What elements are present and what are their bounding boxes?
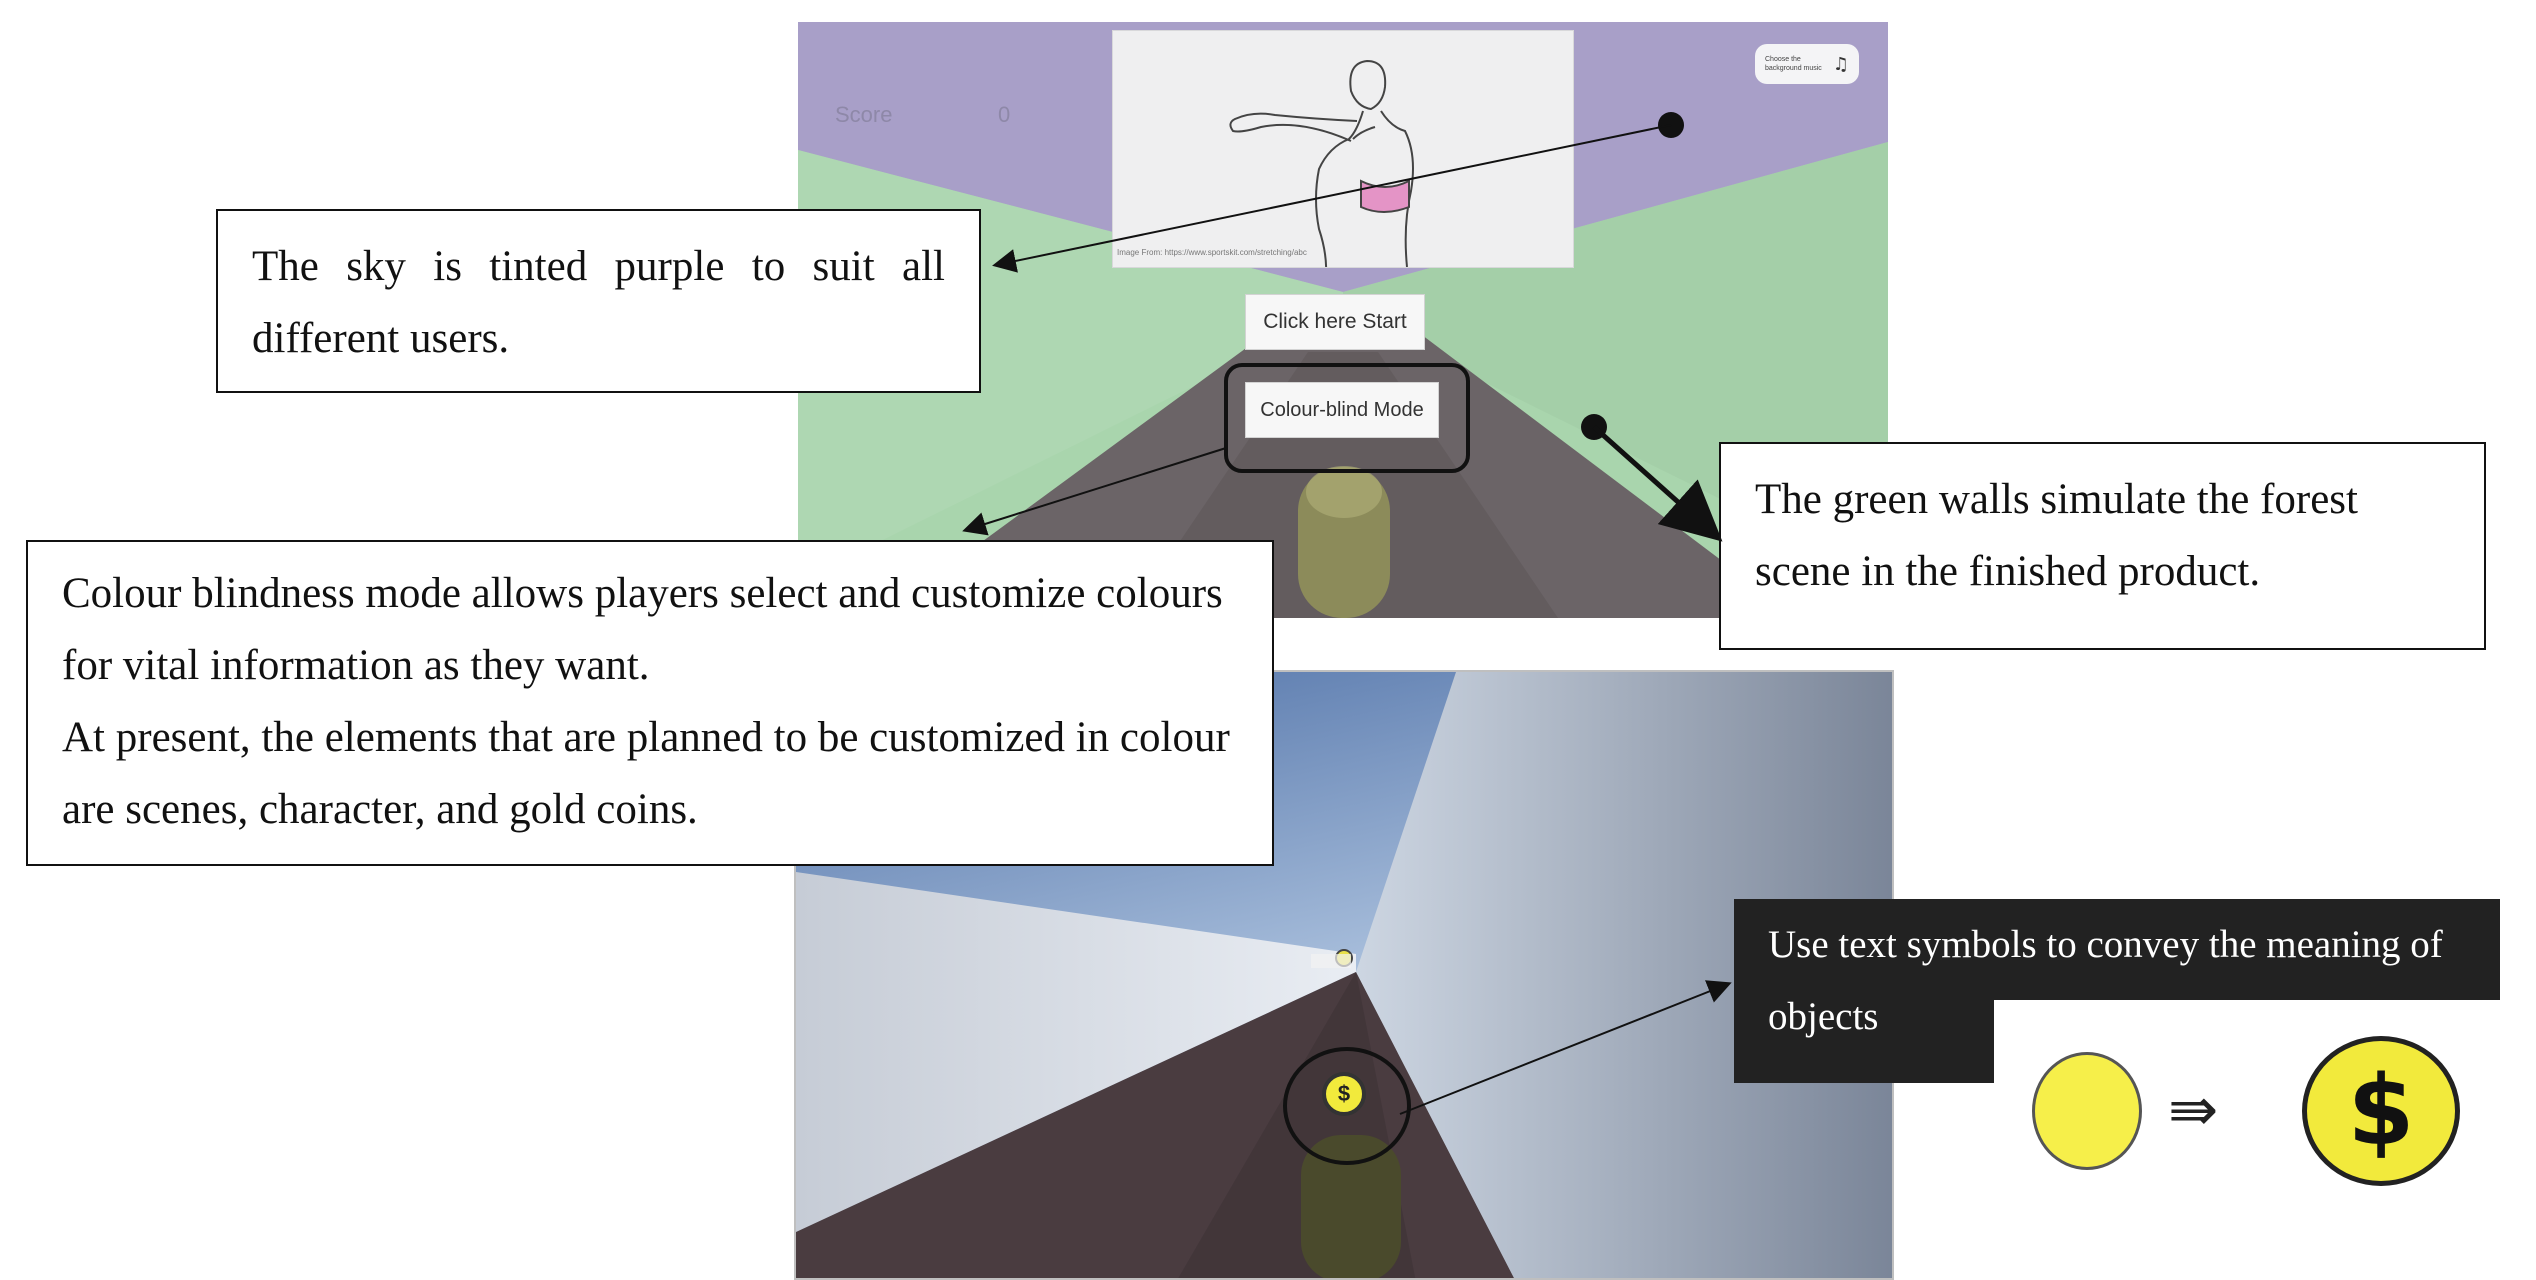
stretching-figure-illustration (1229, 59, 1414, 286)
right-wall (1356, 672, 1892, 1278)
dollar-coin-symbol: $ (2347, 1055, 2415, 1167)
text-symbols-annotation-text: Use text symbols to convey the meaning o… (1768, 923, 2443, 1038)
sky-annotation: The sky is tinted purple to suit all dif… (216, 209, 981, 393)
score-value: 0 (998, 102, 1011, 127)
music-button-label: Choose the background music (1765, 56, 1822, 72)
coin-dollar-symbol: $ (1337, 1081, 1351, 1106)
player-character (1301, 1135, 1401, 1278)
colourblind-annotation-line1: Colour blindness mode allows players sel… (62, 570, 1223, 689)
conversion-arrow-icon: ⇛ (2168, 1075, 2219, 1145)
coin-with-symbol: $ (1322, 1072, 1366, 1116)
plain-coin-sketch (2032, 1052, 2142, 1170)
background-music-button[interactable]: Choose the background music ♫ (1755, 44, 1859, 84)
green-walls-annotation-text: The green walls simulate the forest scen… (1755, 476, 2358, 595)
colourblind-mode-button[interactable]: Colour-blind Mode (1245, 382, 1439, 438)
image-credit: Image From: https://www.sportskit.com/st… (1117, 248, 1307, 257)
stretch-image-panel: Image From: https://www.sportskit.com/st… (1112, 30, 1574, 286)
score-label: Score (835, 102, 893, 127)
left-wall (796, 872, 1356, 1232)
green-walls-annotation: The green walls simulate the forest scen… (1719, 442, 2486, 650)
dollar-coin-sketch: $ (2302, 1036, 2460, 1186)
music-note-icon: ♫ (1832, 53, 1849, 75)
colourblind-annotation-line2: At present, the elements that are planne… (62, 714, 1230, 833)
start-button[interactable]: Click here Start (1245, 294, 1425, 350)
sky-annotation-text: The sky is tinted purple to suit all dif… (252, 243, 945, 362)
colourblind-annotation: Colour blindness mode allows players sel… (26, 540, 1274, 866)
